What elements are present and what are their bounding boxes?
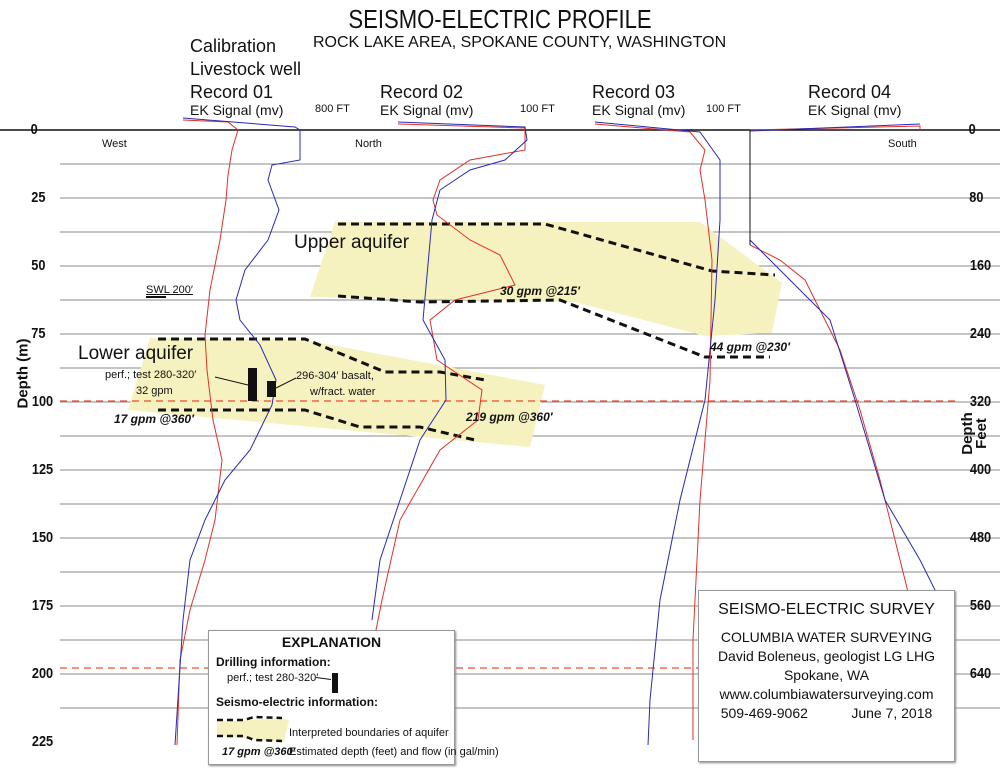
survey-city: Spokane, WA [783,667,870,683]
direction-south: South [888,138,917,150]
direction-north: North [355,138,382,150]
basalt-label: 296-304′ basalt, [296,370,374,382]
right-axis-tick: 400 [969,461,992,478]
left-axis-tick: 25 [31,189,46,206]
legend-seismo: Seismo-electric information: [216,695,379,709]
flow-label-2: 219 gpm @360′ [466,410,553,424]
record-02-distance: 100 FT [520,103,555,115]
legend-aquifer-swatch [217,715,289,743]
page-title: SEISMO-ELECTRIC PROFILE [348,4,652,34]
record-03-blue-trace [594,121,721,746]
left-axis-tick: 175 [31,597,54,614]
record-04-red-deep-trace [749,244,916,621]
survey-company: COLUMBIA WATER SURVEYING [720,629,933,645]
right-axis-tick: 320 [969,393,992,410]
flow-label-1: 17 gpm @360′ [114,412,194,426]
right-axis-tick: 0 [968,121,976,138]
flow-label-4: 44 gpm @230′ [710,340,790,354]
survey-contact-row: 509-469-9062 June 7, 2018 [699,705,954,721]
record-02-blue-trace [371,121,528,621]
survey-title: SEISMO-ELECTRIC SURVEY [718,601,935,618]
record-04-blue-deep-trace [749,239,941,601]
perf-label: perf.; test 280-320′ [105,369,197,381]
record-03-red-trace [594,123,713,740]
legend-title: EXPLANATION [281,634,382,650]
record-02-signal: EK Signal (mv) [380,102,474,118]
survey-person: David Boleneus, geologist LG LHG [717,648,936,664]
survey-web[interactable]: www.columbiawatersurveying.com [699,686,954,702]
right-axis-tick: 480 [969,529,992,546]
left-axis-tick: 225 [31,733,54,750]
explanation-legend: EXPLANATION Drilling information: perf.;… [208,630,499,765]
upper-aquifer-top-boundary [338,222,776,277]
survey-phone: 509-469-9062 [720,705,808,721]
left-axis-tick: 75 [31,325,46,342]
record-02-title: Record 02 [380,82,464,102]
swl-label: SWL 200′ [146,284,193,296]
legend-flow-sample: 17 gpm @360′ [222,746,296,758]
right-axis-tick: 80 [969,189,984,206]
record-01-blue-trace [174,117,301,746]
record-04-blue-trace [749,123,921,132]
calibration-label: Calibration [190,36,277,56]
record-03-title: Record 03 [592,82,676,102]
perf-test-well-bar [248,368,257,401]
upper-aquifer-zone [310,222,782,336]
right-axis-tick: 240 [969,325,992,342]
direction-west: West [102,138,127,150]
flow-label-3: 30 gpm @215′ [500,284,580,298]
left-axis-label: Depth (m) [14,338,32,409]
right-axis-tick: 160 [969,257,992,274]
subtitle: ROCK LAKE AREA, SPOKANE COUNTY, WASHINGT… [313,34,727,51]
legend-well-bar [332,673,338,693]
perf-leader-line [214,376,249,386]
survey-web-link[interactable]: www.columbiawatersurveying.com [719,686,934,702]
record-03-distance: 100 FT [706,103,741,115]
left-axis-tick: 100 [31,393,54,410]
upper-aquifer-bottom-boundary [337,294,770,359]
right-axis-tick: 640 [969,665,992,682]
legend-boundaries: Interpreted boundaries of aquifer [289,727,449,739]
livestock-well-label: Livestock well [190,59,302,79]
left-axis-tick: 150 [31,529,54,546]
legend-drilling: Drilling information: [216,655,331,669]
basalt-leader-line [275,377,297,389]
legend-flow-desc: Estimated depth (feet) and flow (in gal/… [289,746,499,758]
lower-aquifer-bottom-boundary [158,408,476,442]
left-axis-tick: 125 [31,461,54,478]
record-01-red-trace [176,119,239,746]
survey-info-box: SEISMO-ELECTRIC SURVEY COLUMBIA WATER SU… [698,590,955,762]
right-axis-tick: 560 [969,597,992,614]
upper-aquifer-label: Upper aquifer [294,232,410,253]
lower-aquifer-top-boundary [158,337,486,382]
record-02-red-trace [369,123,526,661]
record-04-title: Record 04 [808,82,892,102]
record-01-signal: EK Signal (mv) [190,102,284,118]
right-axis-label-feet: Feet [972,418,990,449]
basalt-well-bar [267,381,276,397]
record-01-title: Record 01 [190,82,274,102]
survey-date: June 7, 2018 [851,705,933,721]
lower-aquifer-zone [128,338,545,447]
record-01-distance: 800 FT [315,103,350,115]
basalt-water-label: w/fract. water [310,386,376,398]
perf-gpm-label: 32 gpm [136,385,173,397]
left-axis-tick: 0 [30,121,38,138]
record-03-signal: EK Signal (mv) [592,102,686,118]
record-04-signal: EK Signal (mv) [808,102,902,118]
left-axis-tick: 50 [31,257,46,274]
left-axis-tick: 200 [31,665,54,682]
legend-perf: perf.; test 280-320′ [227,672,319,684]
lower-aquifer-label: Lower aquifer [78,343,194,364]
